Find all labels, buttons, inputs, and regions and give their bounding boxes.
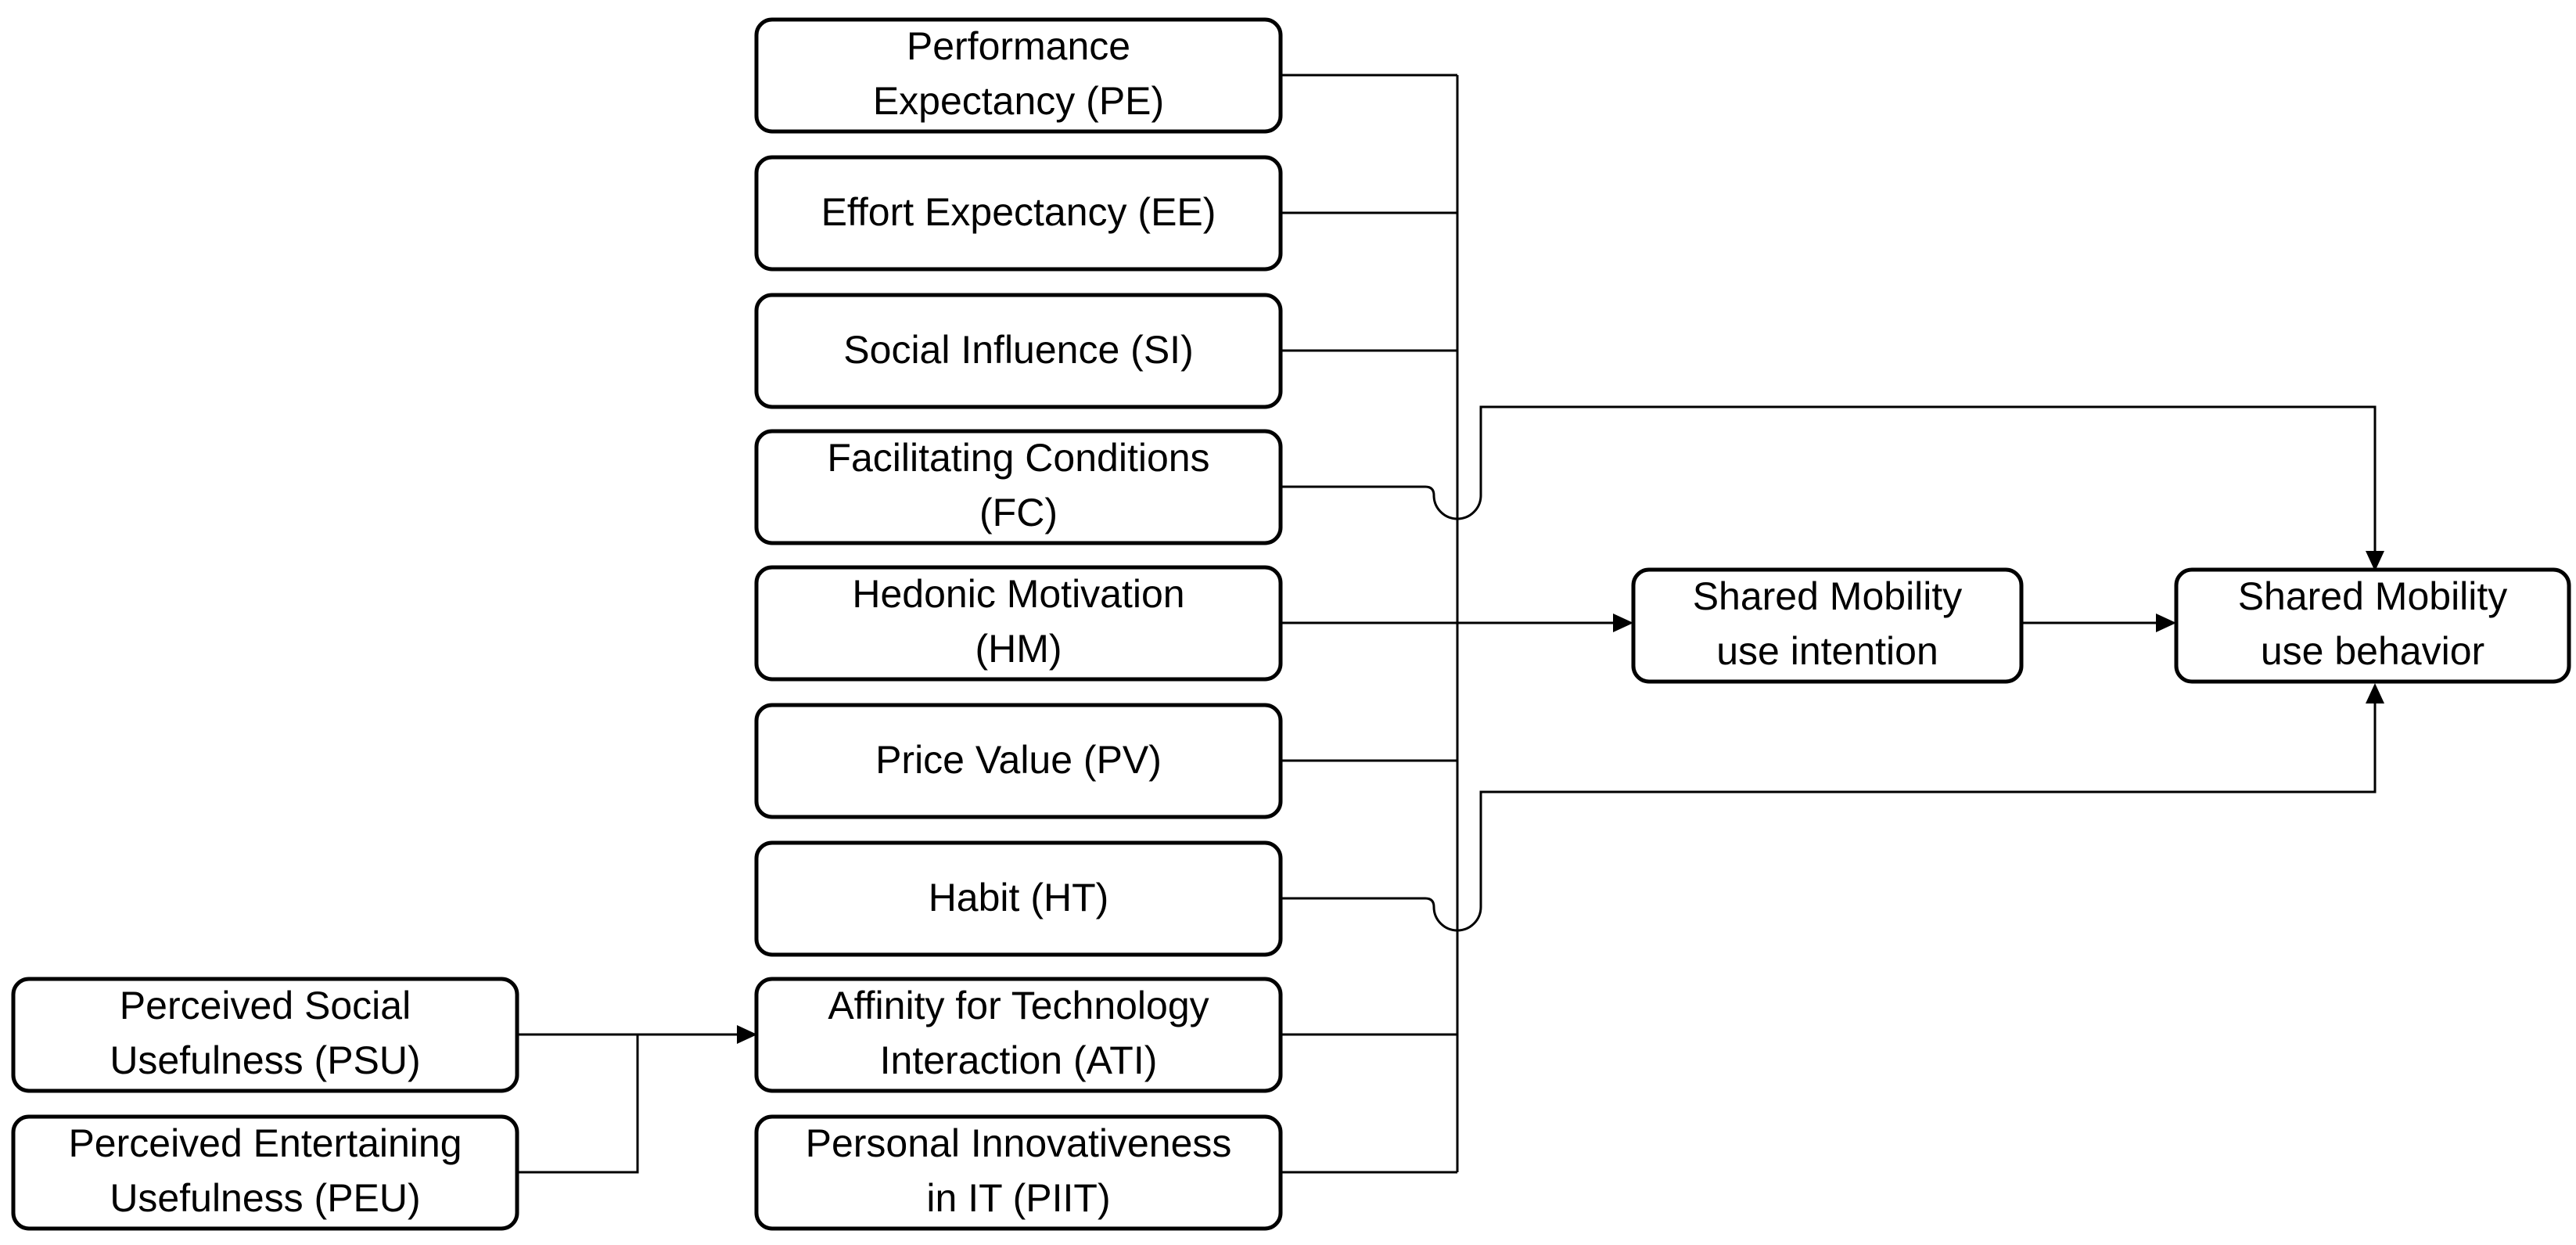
- arrowhead-hm-to-intention: [1613, 614, 1633, 632]
- node-shared-mobility-use-intention: Shared Mobility use intention: [1631, 567, 2024, 684]
- node-box: [754, 293, 1283, 409]
- arrowhead-intention-to-behavior: [2156, 614, 2176, 632]
- node-label-line-1: Perceived Entertaining: [68, 1121, 462, 1165]
- connectors: [517, 74, 2384, 1174]
- node-label-line-1: Shared Mobility: [1693, 574, 1963, 618]
- node-label-line-1: Effort Expectancy (EE): [821, 190, 1216, 234]
- node-affinity-for-technology-interaction: Affinity for Technology Interaction (ATI…: [754, 977, 1283, 1093]
- node-label-line-2: Usefulness (PSU): [110, 1038, 420, 1082]
- peu-to-ati-connector: [517, 1035, 639, 1174]
- node-label-line-1: Price Value (PV): [875, 738, 1162, 782]
- node-label-line-1: Habit (HT): [929, 876, 1109, 919]
- arrowhead-to-ati: [737, 1025, 757, 1044]
- node-box: [11, 977, 519, 1093]
- node-effort-expectancy: Effort Expectancy (EE): [754, 155, 1283, 272]
- node-facilitating-conditions: Facilitating Conditions (FC): [754, 429, 1283, 545]
- fc-to-use-behavior-connector: [1281, 405, 2377, 551]
- node-box: [754, 429, 1283, 545]
- node-box: [754, 565, 1283, 682]
- node-label-line-2: (FC): [979, 491, 1058, 534]
- node-label-line-2: Expectancy (PE): [873, 79, 1164, 123]
- node-label-line-2: Interaction (ATI): [880, 1038, 1158, 1082]
- node-box: [1631, 567, 2024, 684]
- node-label-line-1: Personal Innovativeness: [806, 1121, 1232, 1165]
- node-performance-expectancy: Performance Expectancy (PE): [754, 17, 1283, 134]
- node-perceived-entertaining-usefulness: Perceived Entertaining Usefulness (PEU): [11, 1114, 519, 1231]
- node-box: [754, 977, 1283, 1093]
- node-label-line-2: (HM): [975, 627, 1062, 671]
- node-shared-mobility-use-behavior: Shared Mobility use behavior: [2174, 567, 2571, 684]
- node-label-line-1: Affinity for Technology: [828, 984, 1209, 1027]
- node-label-line-1: Social Influence (SI): [843, 328, 1193, 372]
- node-label-line-1: Shared Mobility: [2238, 574, 2508, 618]
- arrowhead-fc-to-behavior: [2366, 551, 2384, 571]
- node-box: [754, 155, 1283, 272]
- node-label-line-2: in IT (PIIT): [926, 1176, 1110, 1220]
- node-label-line-1: Facilitating Conditions: [827, 436, 1209, 480]
- node-personal-innovativeness: Personal Innovativeness in IT (PIIT): [754, 1114, 1283, 1231]
- node-box: [754, 703, 1283, 819]
- node-label-line-2: use intention: [1716, 629, 1938, 673]
- node-label-line-1: Performance: [907, 24, 1130, 68]
- node-box: [11, 1114, 519, 1231]
- node-label-line-2: use behavior: [2261, 629, 2484, 673]
- node-box: [2174, 567, 2571, 684]
- node-hedonic-motivation: Hedonic Motivation (HM): [754, 565, 1283, 682]
- node-box: [754, 17, 1283, 134]
- node-box: [754, 840, 1283, 957]
- node-habit: Habit (HT): [754, 840, 1283, 957]
- node-perceived-social-usefulness: Perceived Social Usefulness (PSU): [11, 977, 519, 1093]
- ht-to-use-behavior-connector: [1281, 703, 2377, 932]
- node-label-line-2: Usefulness (PEU): [110, 1176, 420, 1220]
- node-label-line-1: Hedonic Motivation: [852, 572, 1184, 616]
- node-social-influence: Social Influence (SI): [754, 293, 1283, 409]
- node-price-value: Price Value (PV): [754, 703, 1283, 819]
- node-box: [754, 1114, 1283, 1231]
- node-label-line-1: Perceived Social: [120, 984, 411, 1027]
- arrowhead-ht-to-behavior: [2366, 683, 2384, 703]
